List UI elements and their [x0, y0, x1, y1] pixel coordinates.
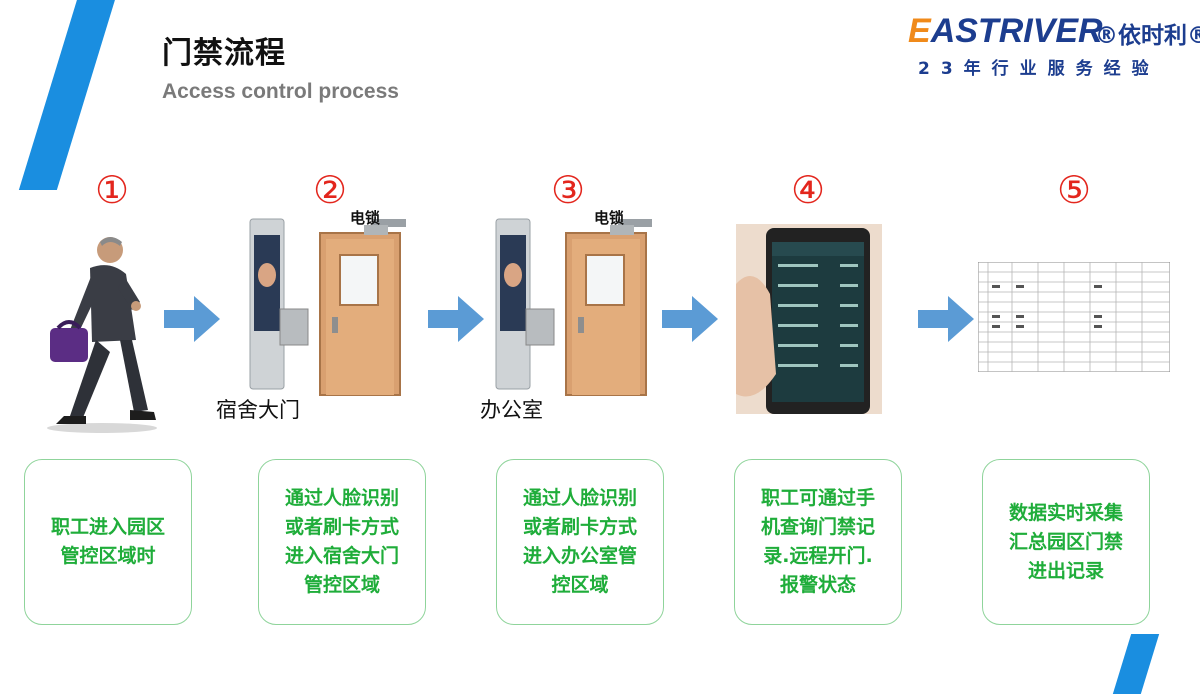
step-number-1: ①: [94, 168, 130, 212]
office-door-terminal-image: [495, 218, 652, 396]
step-description-4: 职工可通过手 机查询门禁记 录.远程开门. 报警状态: [760, 487, 875, 596]
mobile-app-image: [736, 224, 882, 414]
lock-label-2: 电锁: [350, 209, 381, 227]
arrow-right-icon: [662, 296, 718, 342]
step-caption-3: 办公室: [480, 398, 543, 422]
step-caption-2: 宿舍大门: [216, 398, 300, 422]
records-table-image: [978, 262, 1170, 372]
logo-cn: ®依时利®: [1095, 23, 1200, 49]
step-number-3: ③: [550, 168, 586, 212]
dorm-door-terminal-image: [249, 218, 406, 396]
step-number-5: ⑤: [1056, 168, 1092, 212]
step-card-3: 通过人脸识别 或者刷卡方式 进入办公室管 控区域: [496, 459, 664, 625]
decor-stripe-bottom: [1112, 634, 1160, 694]
company-logo: EASTRIVER ®依时利® 23年行业服务经验: [908, 12, 1200, 82]
decor-stripe-top: [18, 0, 118, 190]
page-subtitle: Access control process: [162, 80, 399, 103]
step-description-3: 通过人脸识别 或者刷卡方式 进入办公室管 控区域: [522, 487, 637, 596]
lock-label-3: 电锁: [594, 209, 625, 227]
step-card-1: 职工进入园区 管控区域时: [24, 459, 192, 625]
arrow-right-icon: [428, 296, 484, 342]
page-title: 门禁流程: [162, 36, 286, 71]
step-description-1: 职工进入园区 管控区域时: [50, 516, 165, 567]
step-description-5: 数据实时采集 汇总园区门禁 进出记录: [1008, 501, 1123, 582]
walking-employee-image: [47, 237, 157, 433]
logo-tagline: 23年行业服务经验: [918, 59, 1160, 79]
arrow-right-icon: [164, 296, 220, 342]
step-number-4: ④: [790, 168, 826, 212]
step-card-5: 数据实时采集 汇总园区门禁 进出记录: [982, 459, 1150, 625]
arrow-right-icon: [918, 296, 974, 342]
step-description-2: 通过人脸识别 或者刷卡方式 进入宿舍大门 管控区域: [284, 487, 399, 596]
step-card-2: 通过人脸识别 或者刷卡方式 进入宿舍大门 管控区域: [258, 459, 426, 625]
step-number-2: ②: [312, 168, 348, 212]
logo-brand: EASTRIVER: [908, 12, 1103, 50]
step-card-4: 职工可通过手 机查询门禁记 录.远程开门. 报警状态: [734, 459, 902, 625]
